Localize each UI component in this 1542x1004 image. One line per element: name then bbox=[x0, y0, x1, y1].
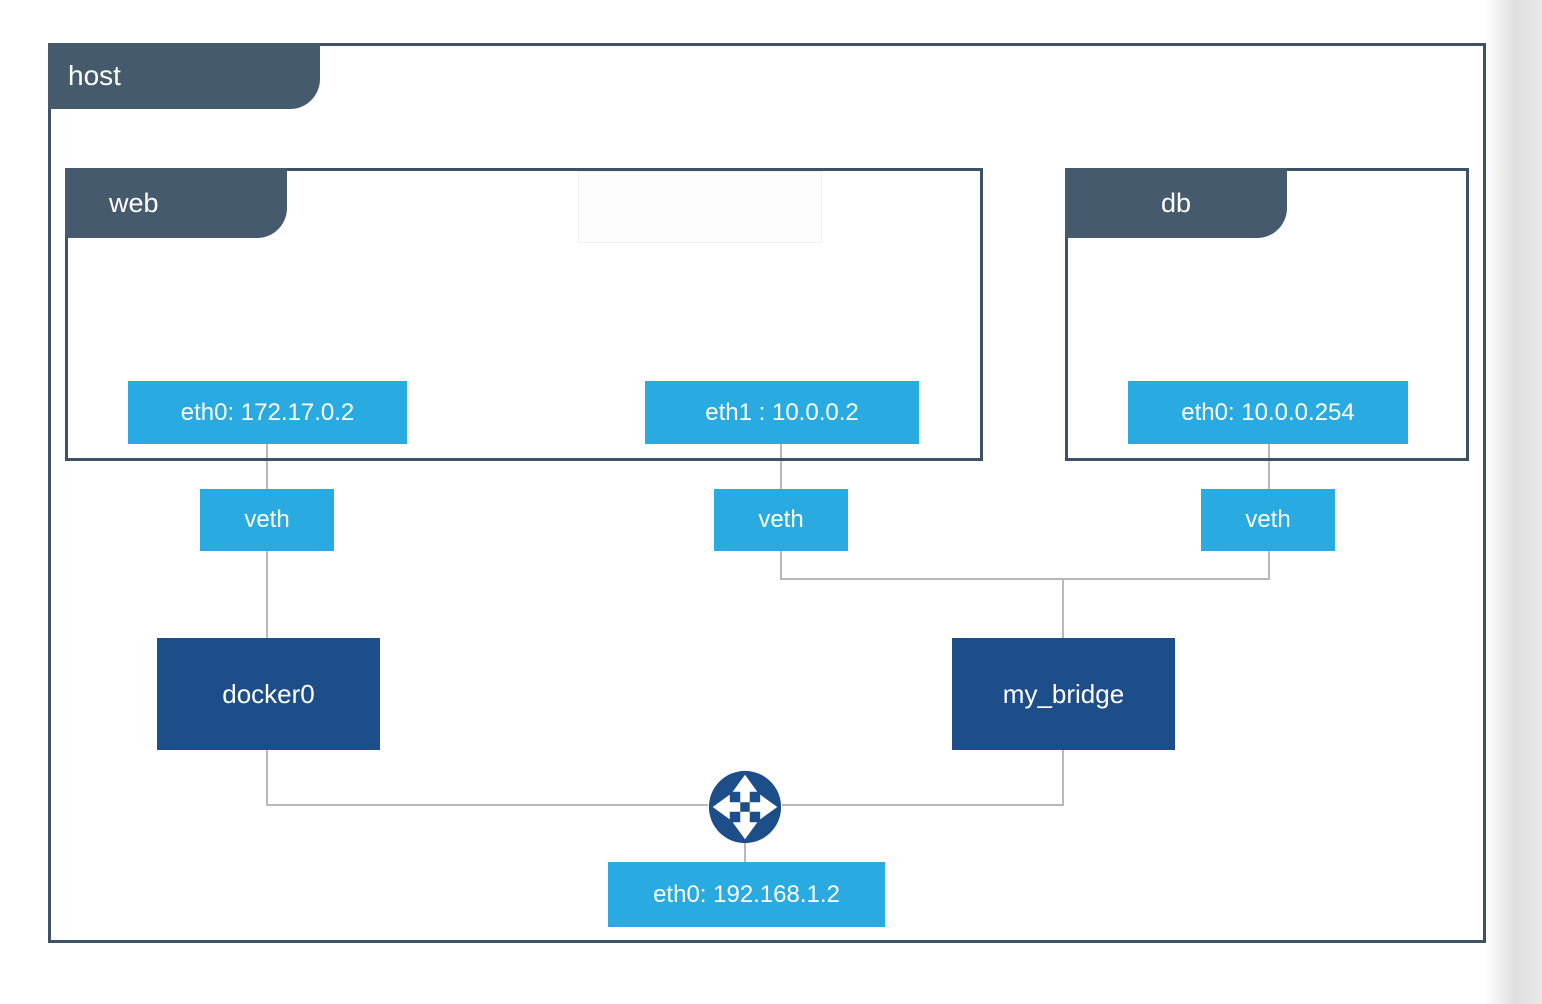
host-label: host bbox=[68, 60, 121, 91]
interface-chip-web-eth1: eth1 : 10.0.0.2 bbox=[645, 381, 919, 444]
connector-line-docker0-down bbox=[266, 750, 268, 806]
interface-chip-host-eth0-label: eth0: 192.168.1.2 bbox=[653, 880, 840, 908]
connector-line-veth-bus bbox=[780, 578, 1269, 580]
interface-chip-db-eth0: eth0: 10.0.0.254 bbox=[1128, 381, 1408, 444]
interface-chip-host-eth0: eth0: 192.168.1.2 bbox=[608, 862, 885, 927]
bridge-box-docker0: docker0 bbox=[157, 638, 380, 750]
connector-line-veth-to-docker0 bbox=[266, 551, 268, 640]
router-arrows-icon bbox=[708, 770, 782, 844]
web-label: web bbox=[109, 187, 159, 218]
interface-chip-web-eth0-label: eth0: 172.17.0.2 bbox=[180, 398, 355, 426]
veth-box-1: veth bbox=[200, 489, 334, 551]
connector-line-router-to-hosteth bbox=[744, 843, 746, 863]
connector-line-docker0-to-router bbox=[266, 804, 708, 806]
connector-line-mybridge-to-router bbox=[782, 804, 1064, 806]
host-tab: host bbox=[48, 43, 320, 109]
interface-chip-db-eth0-label: eth0: 10.0.0.254 bbox=[1181, 398, 1355, 426]
connector-line-web-eth0-to-veth bbox=[266, 444, 268, 489]
bridge-box-mybridge-label: my_bridge bbox=[1002, 678, 1125, 709]
connector-line-veth3-down bbox=[1268, 551, 1270, 580]
connector-line-veth2-down bbox=[780, 551, 782, 580]
web-tab: web bbox=[65, 168, 287, 238]
host-box bbox=[48, 43, 1486, 943]
connector-line-bus-to-mybridge bbox=[1062, 578, 1064, 638]
veth-box-3-label: veth bbox=[1245, 506, 1291, 533]
container-box-web bbox=[65, 168, 983, 461]
veth-box-1-label: veth bbox=[244, 506, 290, 533]
ghost-box bbox=[578, 171, 822, 243]
connector-line-mybridge-down bbox=[1062, 750, 1064, 806]
interface-chip-web-eth1-label: eth1 : 10.0.0.2 bbox=[705, 398, 859, 426]
veth-box-3: veth bbox=[1201, 489, 1335, 551]
veth-box-2-label: veth bbox=[758, 506, 804, 533]
bridge-box-mybridge: my_bridge bbox=[952, 638, 1175, 750]
veth-box-2: veth bbox=[714, 489, 848, 551]
bridge-box-docker0-label: docker0 bbox=[222, 678, 315, 709]
db-tab: db bbox=[1065, 168, 1287, 238]
connector-line-db-eth0-to-veth bbox=[1268, 444, 1270, 489]
connector-line-web-eth1-to-veth bbox=[780, 444, 782, 489]
interface-chip-web-eth0: eth0: 172.17.0.2 bbox=[128, 381, 407, 444]
page-edge-shading bbox=[1484, 0, 1542, 1004]
db-label: db bbox=[1160, 187, 1192, 218]
